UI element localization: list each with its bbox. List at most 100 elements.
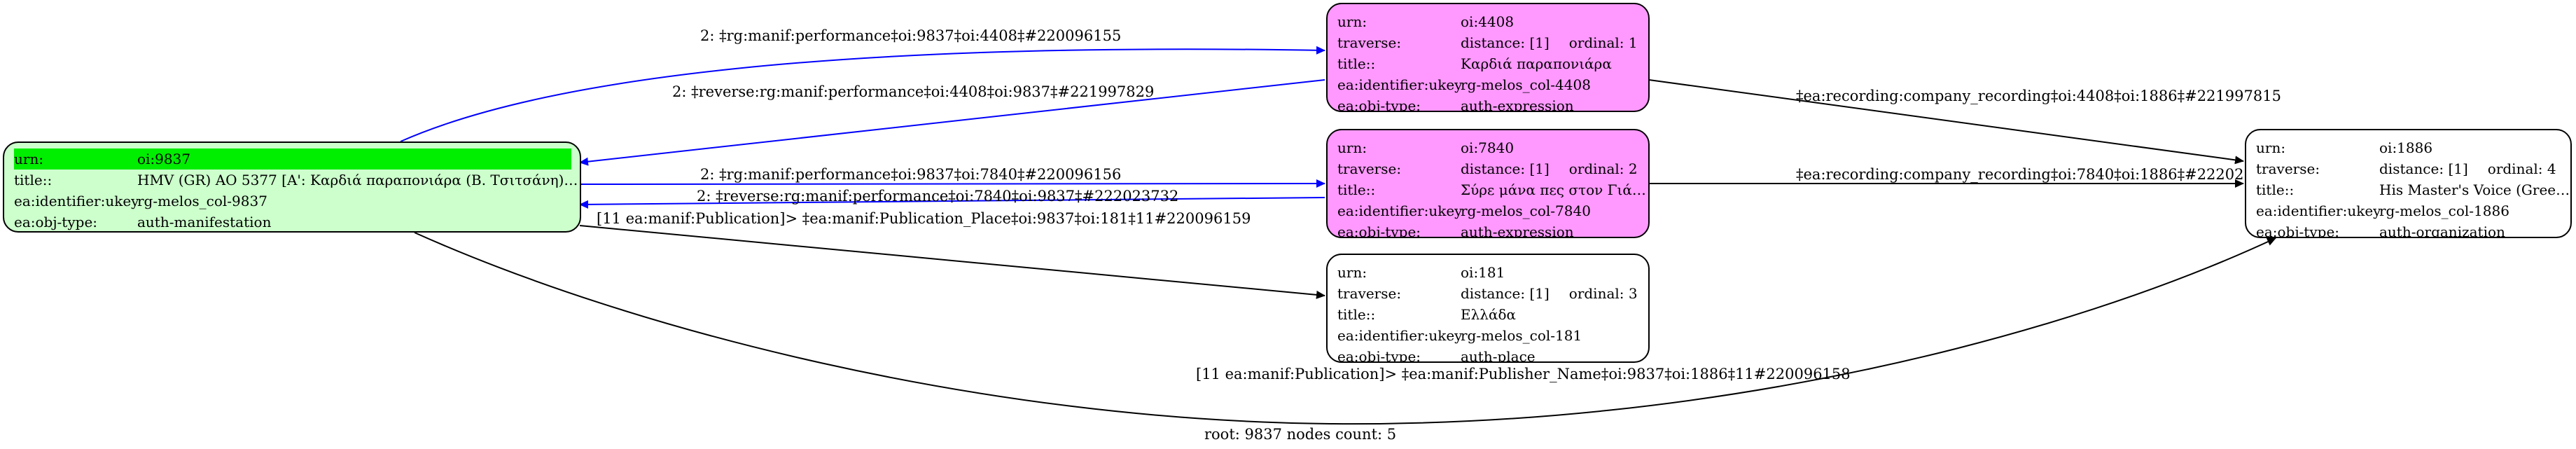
node-181-urn-row: urn: oi:181 [1337, 262, 1648, 283]
node-7840[interactable]: urn: oi:7840 traverse: distance: [1]ordi… [1326, 129, 1650, 238]
node-9837-title-row: title:: HMV (GR) AO 5377 [A': Καρδιά παρ… [14, 170, 580, 191]
node-181-traverse-row: traverse: distance: [1] ordinal: 3 [1337, 283, 1648, 304]
node-9837-identifier-row: ea:identifier:ukey rg-melos_col-9837 [14, 191, 580, 212]
node-181-identifier-row: ea:identifier:ukey rg-melos_col-181 [1337, 325, 1648, 346]
node-7840-urn-key: urn: [1337, 139, 1367, 156]
node-7840-identifier-row: ea:identifier:ukey rg-melos_col-7840 [1337, 200, 1648, 221]
node-1886[interactable]: urn: oi:1886 traverse: distance: [1] ordi… [2245, 129, 2572, 238]
node-7840-traverse-row: traverse: distance: [1]ordinal: 2 [1337, 158, 1648, 179]
node-7840-objtype-key: ea:obj-type: [1337, 223, 1421, 238]
node-4408-objtype-row: ea:obj-type: auth-expression [1337, 95, 1648, 112]
node-7840-ordinal: ordinal: 2 [1568, 160, 1638, 177]
node-181-traverse-key: traverse: [1337, 285, 1402, 302]
node-4408-traverse-value: distance: [1] ordinal: 1 [1461, 32, 1648, 53]
node-4408-traverse-key: traverse: [1337, 34, 1402, 51]
node-9837-identifier-value: rg-melos_col-9837 [137, 193, 267, 209]
edge-label-7840-to-9837: 2: ‡reverse:rg:manif:performance‡oi:7840… [697, 188, 1178, 205]
edge-4408-to-9837 [579, 79, 1325, 166]
node-7840-traverse-value: distance: [1]ordinal: 2 [1461, 158, 1648, 179]
node-181-urn-value: oi:181 [1461, 264, 1505, 281]
edge-label-4408-to-1886: ‡ea:recording:company_recording‡oi:4408‡… [1796, 88, 2281, 104]
edge-label-9837-to-1886: [11 ea:manif:Publication]> ‡ea:manif:Pub… [1196, 366, 1851, 382]
edge-label-9837-to-181: [11 ea:manif:Publication]> ‡ea:manif:Pub… [597, 210, 1251, 227]
node-1886-traverse-row: traverse: distance: [1] ordinal: 4 [2256, 158, 2570, 179]
node-9837-title-value: HMV (GR) AO 5377 [A': Καρδιά παραπονιάρα… [137, 172, 580, 188]
edge-label-4408-to-9837: 2: ‡reverse:rg:manif:performance‡oi:4408… [672, 83, 1154, 100]
node-4408-urn-value: oi:4408 [1461, 13, 1515, 30]
edge-9837-to-1886 [414, 232, 2276, 425]
node-1886-identifier-value: rg-melos_col-1886 [2379, 202, 2509, 219]
node-1886-title-value: His Master's Voice (Greece) [2379, 181, 2570, 198]
graph-footer: root: 9837 nodes count: 5 [1204, 426, 1397, 443]
node-9837-objtype-value: auth-manifestation [137, 214, 272, 230]
node-181-title-row: title:: Ελλάδα [1337, 304, 1648, 325]
node-181-title-key: title:: [1337, 306, 1376, 323]
node-181-title-value: Ελλάδα [1461, 306, 1517, 323]
node-1886-urn-row: urn: oi:1886 [2256, 137, 2570, 158]
node-1886-urn-key: urn: [2256, 139, 2286, 156]
node-9837-objtype-key: ea:obj-type: [14, 214, 98, 230]
node-1886-ordinal: ordinal: 4 [2487, 160, 2556, 177]
node-9837[interactable]: urn: oi:9837 title:: HMV (GR) AO 5377 [A… [3, 141, 581, 233]
edge-label-9837-to-7840: 2: ‡rg:manif:performance‡oi:9837‡oi:7840… [700, 166, 1121, 183]
node-7840-title-value: Σύρε μάνα πες στον Γιάννη [1461, 181, 1648, 198]
node-7840-objtype-value: auth-expression [1461, 223, 1574, 238]
node-181-objtype-value: auth-place [1461, 348, 1536, 363]
node-4408-traverse-row: traverse: distance: [1] ordinal: 1 [1337, 32, 1648, 53]
node-181-urn-key: urn: [1337, 264, 1367, 281]
edge-4408-to-1886 [1648, 79, 2244, 165]
node-7840-traverse-key: traverse: [1337, 160, 1402, 177]
node-9837-identifier-key: ea:identifier:ukey [14, 193, 139, 209]
node-4408-urn-key: urn: [1337, 13, 1367, 30]
node-181-identifier-key: ea:identifier:ukey [1337, 327, 1463, 344]
node-9837-title-key: title:: [14, 172, 53, 188]
node-9837-urn-value: oi:9837 [137, 151, 191, 167]
node-7840-identifier-value: rg-melos_col-7840 [1461, 202, 1591, 219]
node-7840-objtype-row: ea:obj-type: auth-expression [1337, 221, 1648, 238]
node-7840-urn-value: oi:7840 [1461, 139, 1515, 156]
node-4408-title-row: title:: Καρδιά παραπονιάρα [1337, 53, 1648, 74]
node-1886-urn-value: oi:1886 [2379, 139, 2433, 156]
node-181-distance: distance: [1] [1461, 285, 1550, 302]
node-1886-traverse-key: traverse: [2256, 160, 2320, 177]
node-7840-identifier-key: ea:identifier:ukey [1337, 202, 1463, 219]
node-1886-objtype-key: ea:obj-type: [2256, 223, 2340, 238]
node-181-traverse-value: distance: [1] ordinal: 3 [1461, 283, 1648, 304]
node-4408-title-value: Καρδιά παραπονιάρα [1461, 55, 1612, 72]
node-4408-objtype-key: ea:obj-type: [1337, 97, 1421, 112]
node-1886-title-row: title:: His Master's Voice (Greece) [2256, 179, 2570, 200]
node-4408-ordinal: ordinal: 1 [1568, 34, 1638, 51]
node-4408[interactable]: urn: oi:4408 traverse: distance: [1] ordi… [1326, 3, 1650, 112]
edge-7840-to-9837 [579, 197, 1325, 209]
node-181-objtype-key: ea:obj-type: [1337, 348, 1421, 363]
node-1886-distance: distance: [1] [2379, 160, 2468, 177]
node-1886-traverse-value: distance: [1] ordinal: 4 [2379, 158, 2570, 179]
node-4408-distance: distance: [1] [1461, 34, 1550, 51]
node-7840-urn-row: urn: oi:7840 [1337, 137, 1648, 158]
node-9837-urn-row: urn: oi:9837 [14, 148, 571, 170]
node-4408-objtype-value: auth-expression [1461, 97, 1574, 112]
node-4408-urn-row: urn: oi:4408 [1337, 11, 1648, 32]
node-4408-identifier-value: rg-melos_col-4408 [1461, 76, 1591, 93]
edge-9837-to-181 [579, 225, 1325, 299]
node-181-objtype-row: ea:obj-type: auth-place [1337, 346, 1648, 363]
node-9837-objtype-row: ea:obj-type: auth-manifestation [14, 212, 580, 231]
node-7840-title-key: title:: [1337, 181, 1376, 198]
node-9837-urn-key: urn: [14, 151, 44, 167]
node-1886-identifier-key: ea:identifier:ukey [2256, 202, 2381, 219]
node-4408-identifier-row: ea:identifier:ukey rg-melos_col-4408 [1337, 74, 1648, 95]
edge-label-7840-to-1886: ‡ea:recording:company_recording‡oi:7840‡… [1796, 166, 2281, 183]
node-1886-identifier-row: ea:identifier:ukey rg-melos_col-1886 [2256, 200, 2570, 221]
edge-label-9837-to-4408: 2: ‡rg:manif:performance‡oi:9837‡oi:4408… [700, 27, 1121, 44]
node-181-ordinal: ordinal: 3 [1568, 285, 1638, 302]
node-1886-objtype-row: ea:obj-type: auth-organization [2256, 221, 2570, 238]
node-1886-title-key: title:: [2256, 181, 2295, 198]
node-4408-title-key: title:: [1337, 55, 1376, 72]
node-7840-title-row: title:: Σύρε μάνα πες στον Γιάννη [1337, 179, 1648, 200]
node-1886-objtype-value: auth-organization [2379, 223, 2505, 238]
edge-9837-to-4408 [400, 46, 1325, 142]
node-181-identifier-value: rg-melos_col-181 [1461, 327, 1582, 344]
node-4408-identifier-key: ea:identifier:ukey [1337, 76, 1463, 93]
node-181[interactable]: urn: oi:181 traverse: distance: [1] ordin… [1326, 254, 1650, 363]
